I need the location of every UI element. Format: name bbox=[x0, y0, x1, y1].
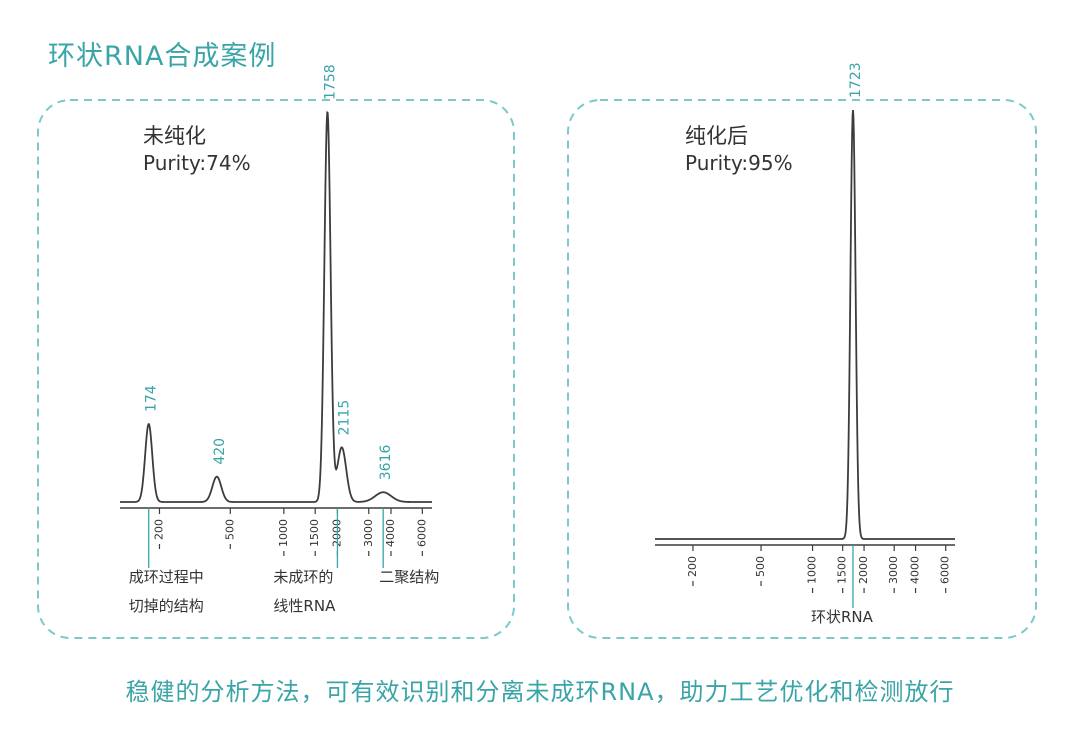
trace-line bbox=[120, 110, 432, 503]
x-tick-label: 4000 bbox=[384, 519, 397, 547]
annotation-text: 成环过程中 bbox=[129, 568, 204, 586]
x-tick-label: 500 bbox=[223, 519, 236, 540]
page-heading: 环状RNA合成案例 bbox=[48, 41, 277, 72]
peak-label: 1758 bbox=[322, 64, 338, 100]
chart-panel-unpurified: 未纯化Purity:74%200500100015002000300040006… bbox=[120, 64, 439, 615]
x-tick-label: 200 bbox=[152, 519, 165, 540]
x-tick-label: 6000 bbox=[939, 556, 952, 584]
annotation-text: 线性RNA bbox=[273, 597, 336, 615]
peak-label: 3616 bbox=[378, 445, 394, 481]
x-tick-label: 2000 bbox=[857, 556, 870, 584]
trace-line bbox=[655, 109, 955, 540]
x-tick-label: 3000 bbox=[887, 556, 900, 584]
annotation-text: 环状RNA bbox=[811, 608, 874, 626]
x-tick-label: 200 bbox=[686, 556, 699, 577]
x-tick-label: 4000 bbox=[909, 556, 922, 584]
x-tick-label: 6000 bbox=[415, 519, 428, 547]
panel-frame-left bbox=[37, 99, 515, 639]
panel-frame-right bbox=[567, 99, 1037, 639]
annotation-text: 切掉的结构 bbox=[129, 597, 204, 615]
x-tick-label: 1000 bbox=[806, 556, 819, 584]
x-tick-label: 500 bbox=[754, 556, 767, 577]
x-tick-label: 1500 bbox=[308, 519, 321, 547]
footer-caption: 稳健的分析方法，可有效识别和分离未成环RNA，助力工艺优化和检测放行 bbox=[125, 678, 955, 706]
chart-title: 纯化后 bbox=[685, 124, 748, 148]
chart-title: 未纯化 bbox=[143, 124, 206, 148]
chart-panel-purified: 纯化后 Purity:95% 200 500 1000 1500 2000 3000 4000 6… bbox=[655, 62, 955, 626]
x-tick-label: 1000 bbox=[277, 519, 290, 547]
x-tick-label: 3000 bbox=[362, 519, 375, 547]
annotation-text: 未成环的 bbox=[273, 568, 333, 586]
peak-label: 1723 bbox=[848, 62, 864, 98]
chart-subtitle: Purity:74% bbox=[143, 151, 251, 175]
annotation-text: 二聚结构 bbox=[379, 568, 439, 586]
peak-label: 420 bbox=[212, 438, 228, 465]
peak-label: 174 bbox=[144, 385, 160, 412]
x-tick-label: 1500 bbox=[836, 556, 849, 584]
chart-subtitle: Purity:95% bbox=[685, 151, 793, 175]
peak-label: 2115 bbox=[337, 400, 353, 436]
